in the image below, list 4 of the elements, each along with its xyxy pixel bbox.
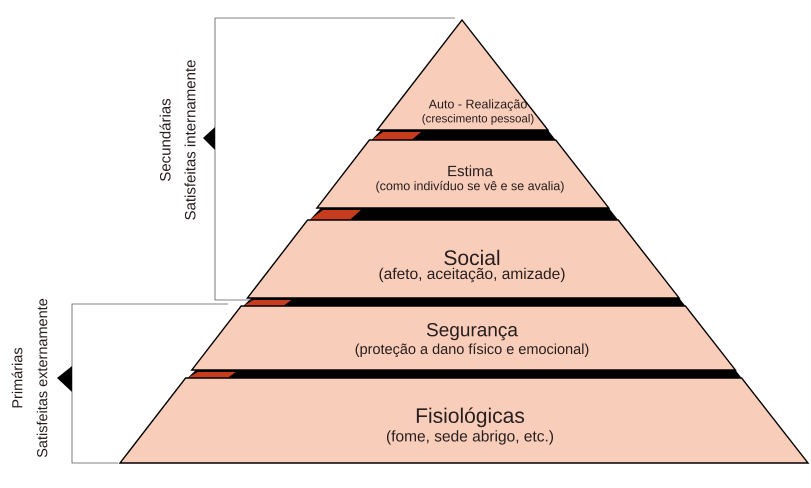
bracket-label: Satisfeitas externamente	[36, 298, 48, 458]
bracket-label: Primárias	[12, 348, 22, 408]
bracket-label: Satisfeitas internamente	[184, 60, 196, 220]
bracket-label: Secundárias	[159, 98, 171, 182]
